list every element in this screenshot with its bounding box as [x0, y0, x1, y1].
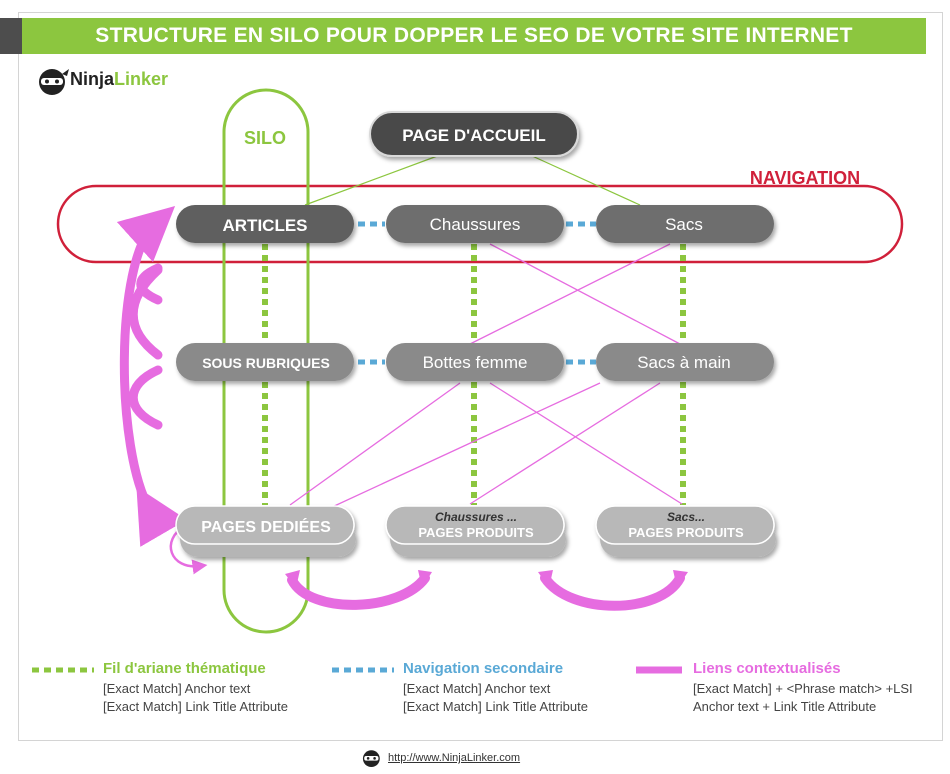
- silo-label: SILO: [244, 128, 286, 148]
- node-articles: ARTICLES: [223, 216, 308, 235]
- arrowhead: [418, 570, 432, 588]
- secondary-nav-lines: [358, 221, 596, 365]
- node-sacs-a-main: Sacs à main: [637, 353, 731, 372]
- brand-name: Ninja: [70, 69, 115, 89]
- header-accent: [0, 18, 22, 54]
- legend-title-contextual-links: Liens contextualisés: [693, 660, 841, 677]
- node-chaussures: Chaussures: [430, 215, 521, 234]
- node-sous-rubriques: SOUS RUBRIQUES: [202, 355, 330, 371]
- product-card-2-bottom: PAGES PRODUITS: [628, 525, 744, 540]
- node-bottes-femme: Bottes femme: [423, 353, 528, 372]
- legend-title-secondary-nav: Navigation secondaire: [403, 660, 564, 677]
- contextual-cross-links: [289, 243, 683, 509]
- navigation-label: NAVIGATION: [750, 168, 860, 188]
- product-card-1-top: Chaussures ...: [435, 510, 517, 524]
- arrowhead: [285, 570, 300, 588]
- legend-line: [Exact Match] Anchor text: [403, 681, 551, 696]
- legend-title-breadcrumb: Fil d'ariane thématique: [103, 660, 266, 677]
- home-label: PAGE D'ACCUEIL: [402, 126, 546, 145]
- header-bar: [0, 18, 926, 54]
- legend-line: [Exact Match] Anchor text: [103, 681, 251, 696]
- brand-name-accent: Linker: [114, 69, 169, 89]
- navigation-band: [56, 184, 904, 264]
- ninja-footer-icon: [362, 750, 380, 768]
- row3-nodes: [175, 505, 776, 557]
- node-pages-dediees: PAGES DEDIÉES: [201, 517, 331, 536]
- row2-nodes: [176, 343, 774, 381]
- arrowhead: [538, 570, 553, 588]
- product-card-1-bottom: PAGES PRODUITS: [418, 525, 534, 540]
- ninja-logo-icon: [39, 69, 69, 95]
- page-title: STRUCTURE EN SILO POUR DOPPER LE SEO DE …: [95, 24, 853, 47]
- brand-logo-text: NinjaLinker: [70, 69, 168, 90]
- breadcrumb-lines: [262, 244, 686, 505]
- arrowhead: [673, 570, 688, 588]
- legend-line: [Exact Match] + <Phrase match> +LSI: [693, 681, 913, 696]
- contextual-arrows-bottom: [287, 573, 685, 611]
- product-card-2-top: Sacs...: [667, 510, 705, 524]
- footer-url-link[interactable]: http://www.NinjaLinker.com: [388, 752, 521, 764]
- home-link-articles: [304, 154, 441, 206]
- node-sacs: Sacs: [665, 215, 703, 234]
- row1-nodes: [176, 205, 774, 243]
- home-node: [369, 111, 579, 157]
- legend-line: Anchor text + Link Title Attribute: [693, 699, 877, 714]
- legend-line: [Exact Match] Link Title Attribute: [103, 699, 288, 714]
- home-link-sacs: [529, 154, 641, 206]
- legend-line: [Exact Match] Link Title Attribute: [403, 699, 588, 714]
- contextual-arrows-left: [116, 205, 187, 547]
